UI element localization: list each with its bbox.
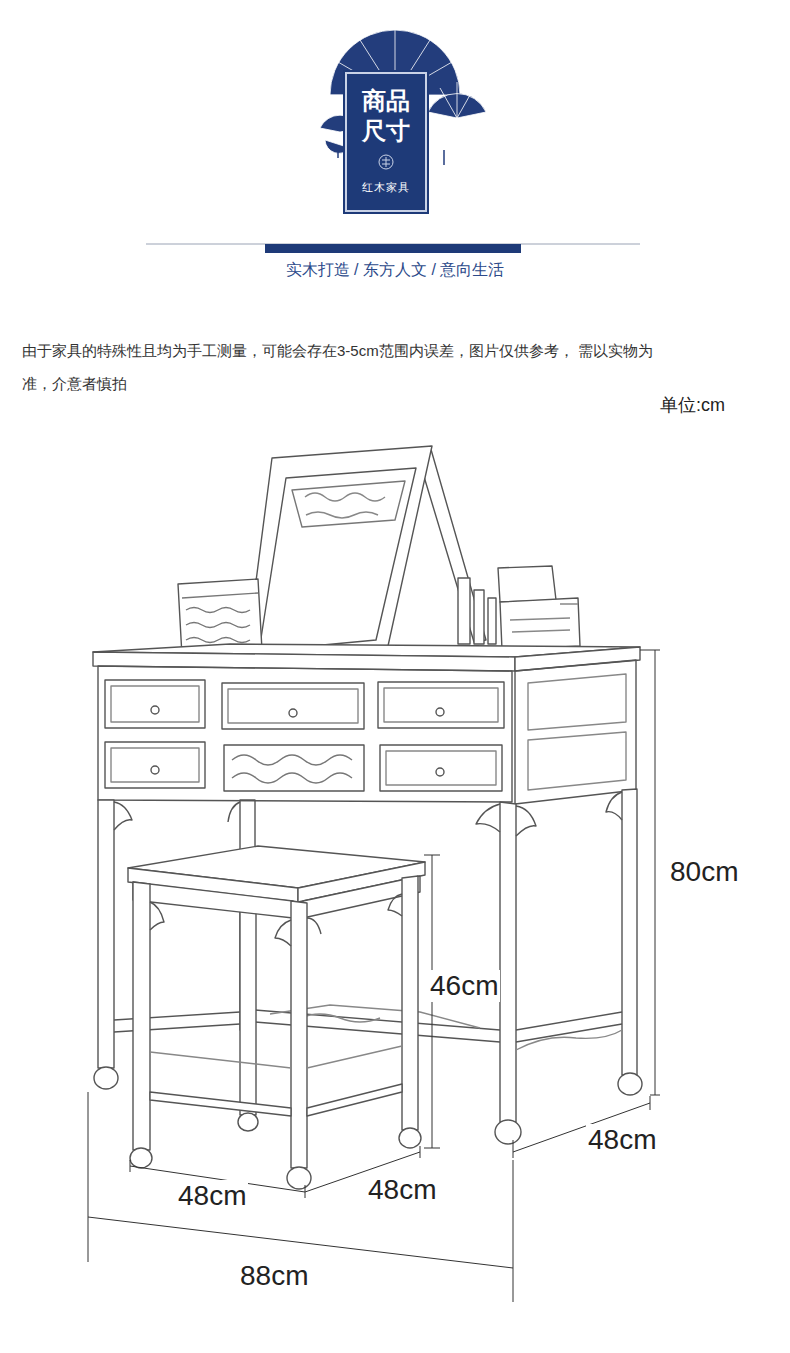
seal-icon: [378, 154, 394, 170]
banner-subtitle: 红木家具: [347, 180, 425, 194]
unit-label: 单位:cm: [660, 393, 725, 417]
dimension-label: 48cm: [586, 1124, 658, 1156]
header-bar: [265, 244, 521, 253]
dressing-table: [93, 446, 642, 1144]
note-text: 由于家具的特殊性且均为手工测量，可能会存在3-5cm范围内误差，图片仅供参考， …: [22, 334, 662, 400]
banner-heading: 商品 尺寸: [360, 86, 413, 146]
dimension-lines: [88, 650, 660, 1302]
dimension-label: 48cm: [176, 1180, 248, 1212]
dimension-label: 88cm: [238, 1260, 310, 1292]
dimension-label: 80cm: [668, 856, 740, 888]
stool: [128, 846, 425, 1189]
title-banner: 商品 尺寸红木家具: [345, 72, 427, 212]
banner-seal: [378, 154, 394, 170]
tagline: 实木打造 / 东方人文 / 意向生活: [195, 260, 595, 281]
dimension-label: 48cm: [366, 1174, 438, 1206]
dimension-label: 46cm: [428, 970, 500, 1002]
